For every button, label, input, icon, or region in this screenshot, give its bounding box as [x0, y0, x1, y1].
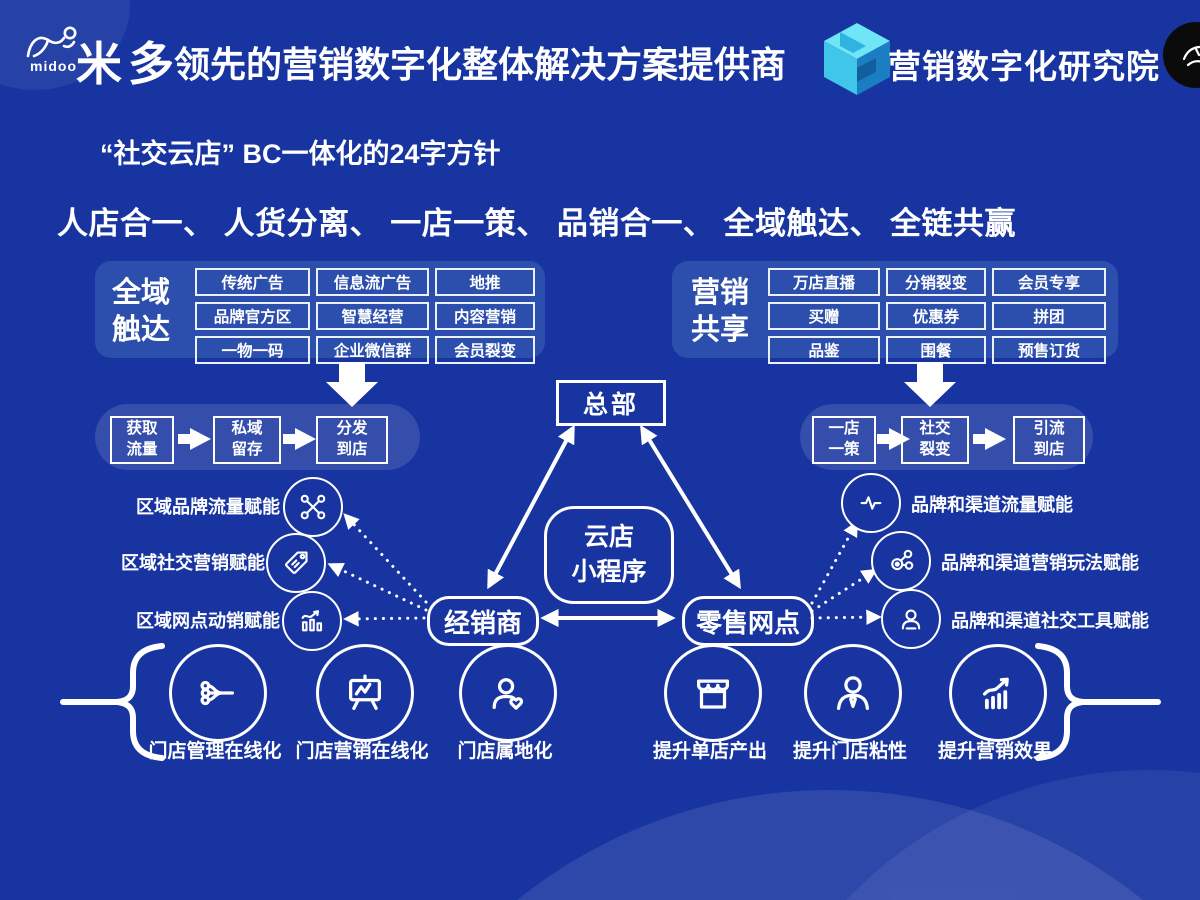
node-retail-outlet: 零售网点	[682, 596, 814, 646]
business-user-icon	[804, 644, 902, 742]
grid-cell: 信息流广告	[316, 268, 429, 296]
flow-strip-left	[95, 404, 420, 470]
midoo-logo-wordmark: midoo	[30, 58, 77, 74]
bottom-item-label: 门店属地化	[457, 741, 553, 762]
node-distributor: 经销商	[427, 596, 539, 646]
flow-box-distribute-to-store: 分发到店	[316, 416, 388, 464]
command-nodes-icon	[283, 477, 343, 537]
bottom-item-label: 门店营销在线化	[295, 741, 429, 762]
pulse-icon	[841, 473, 901, 533]
grid-cell: 品牌官方区	[195, 302, 310, 330]
right-brace	[1035, 643, 1161, 761]
user-icon	[881, 589, 941, 649]
grid-cell: 地推	[435, 268, 535, 296]
dotted-arrow-left-3	[343, 611, 426, 627]
block-arrow-right	[973, 428, 1006, 450]
block-arrow-right	[283, 428, 316, 450]
panel-marketing-share-label: 营销 共享	[690, 277, 749, 347]
grid-cell: 万店直播	[768, 268, 880, 296]
left-item-label: 区域社交营销赋能	[121, 553, 265, 573]
arrow-hq-retail	[640, 424, 741, 590]
price-tag-icon	[266, 533, 326, 593]
grid-cell: 买赠	[768, 302, 880, 330]
grid-cell: 拼团	[992, 302, 1106, 330]
grid-cell: 智慧经营	[316, 302, 429, 330]
bottom-item-label: 门店管理在线化	[148, 741, 282, 762]
panel-omni-reach: 全域 触达 传统广告 信息流广告 地推 品牌官方区 智慧经营 内容营销 一物一码…	[95, 261, 545, 364]
flow-strip-right	[800, 404, 1093, 470]
dotted-arrow-left-1	[343, 513, 428, 604]
grid-cell: 内容营销	[435, 302, 535, 330]
grid-cell: 传统广告	[195, 268, 310, 296]
panel-omni-reach-grid: 传统广告 信息流广告 地推 品牌官方区 智慧经营 内容营销 一物一码 企业微信群…	[195, 268, 535, 364]
block-arrow-right	[178, 428, 211, 450]
left-item-label: 区域网点动销赋能	[136, 611, 280, 631]
grid-cell: 一物一码	[195, 336, 310, 364]
page-subtitle: 人店合一、 人货分离、 一店一策、 品销合一、 全域触达、 全链共赢	[57, 206, 1017, 241]
dotted-arrow-right-1	[810, 520, 858, 605]
storefront-icon	[664, 644, 762, 742]
bottom-item-label: 提升单店产出	[652, 741, 767, 762]
dotted-arrow-right-3	[810, 609, 882, 625]
grid-cell: 会员专享	[992, 268, 1106, 296]
grid-cell: 优惠券	[886, 302, 986, 330]
presentation-chart-icon	[316, 644, 414, 742]
growth-chart-icon	[949, 644, 1047, 742]
grid-cell: 会员裂变	[435, 336, 535, 364]
dotted-arrow-right-2	[810, 568, 878, 613]
right-item-label: 品牌和渠道社交工具赋能	[951, 611, 1149, 631]
dotted-arrow-left-2	[327, 562, 428, 612]
left-item-label: 区域品牌流量赋能	[136, 497, 280, 517]
panel-omni-reach-label: 全域 触达	[111, 277, 170, 347]
grid-cell: 分销裂变	[886, 268, 986, 296]
block-arrow-down-right	[904, 362, 956, 407]
grid-cell: 预售订货	[992, 336, 1106, 364]
block-arrow-down-left	[326, 362, 378, 407]
node-headquarters: 总部	[556, 380, 666, 426]
grid-cell: 品鉴	[768, 336, 880, 364]
flow-box-acquire-traffic: 获取流量	[110, 416, 174, 464]
branch-icon	[169, 644, 267, 742]
cube-logo-icon	[820, 20, 894, 96]
grid-cell: 企业微信群	[316, 336, 429, 364]
logo-name: 米多	[76, 38, 180, 90]
page-title: “社交云店” BC一体化的24字方针	[100, 139, 501, 169]
arrow-hq-distributor	[487, 424, 575, 590]
block-arrow-right	[877, 428, 910, 450]
panel-marketing-share: 营销 共享 万店直播 分销裂变 会员专享 买赠 优惠券 拼团 品鉴 围餐 预售订…	[672, 261, 1118, 364]
right-item-label: 品牌和渠道流量赋能	[911, 495, 1073, 515]
share-nodes-icon	[871, 531, 931, 591]
right-item-label: 品牌和渠道营销玩法赋能	[941, 553, 1139, 573]
left-brace	[60, 643, 165, 761]
flow-box-one-store-one-policy: 一店一策	[812, 416, 876, 464]
bars-trend-icon	[282, 591, 342, 651]
bottom-item-label: 提升营销效果	[937, 741, 1052, 762]
research-institute-brand: 营销数字化研究院	[888, 48, 1160, 85]
flow-box-drive-to-store: 引流到店	[1013, 416, 1085, 464]
flow-box-private-retention: 私域留存	[213, 416, 281, 464]
bottom-item-label: 提升门店粘性	[792, 741, 907, 762]
header-tagline: 领先的营销数字化整体解决方案提供商	[174, 44, 787, 85]
user-heart-icon	[459, 644, 557, 742]
midoo-logo-icon	[24, 24, 82, 62]
